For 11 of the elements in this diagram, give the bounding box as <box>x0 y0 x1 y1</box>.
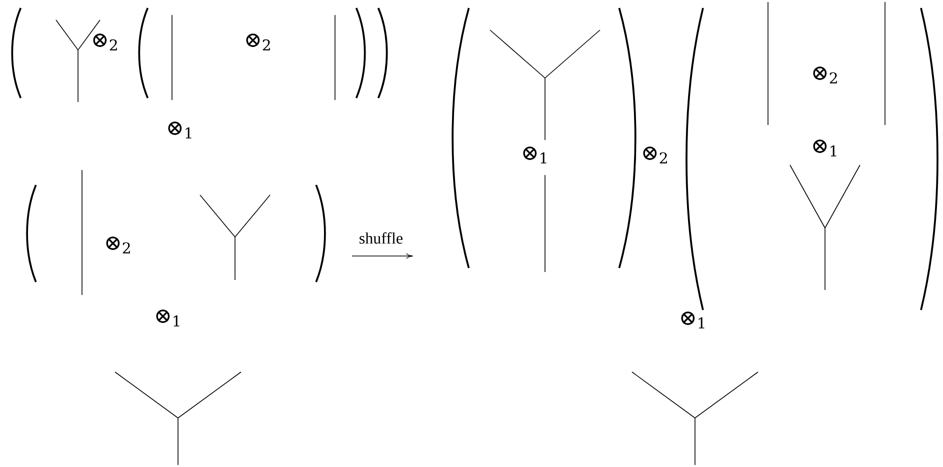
tensor-symbol: ⊗$_{1}$ <box>168 122 192 138</box>
tensor-symbol: ⊗$_{1}$ <box>681 312 704 328</box>
arrow-label: shuffle <box>360 232 403 244</box>
tensor-symbol: ⊗$_{2}$ <box>643 146 667 164</box>
tensor-symbol: ⊗$_{2}$ <box>106 236 130 254</box>
tensor-symbol: ⊗$_{1}$ <box>813 140 836 156</box>
tensor-symbol: ⊗$_{1}$ <box>156 310 180 326</box>
tensor-symbol: ⊗$_{2}$ <box>93 34 117 50</box>
tensor-symbol: ⊗$_{2}$ <box>246 34 270 50</box>
tensor-symbol: ⊗$_{2}$ <box>813 66 837 84</box>
tensor-symbol: ⊗$_{1}$ <box>523 146 546 164</box>
